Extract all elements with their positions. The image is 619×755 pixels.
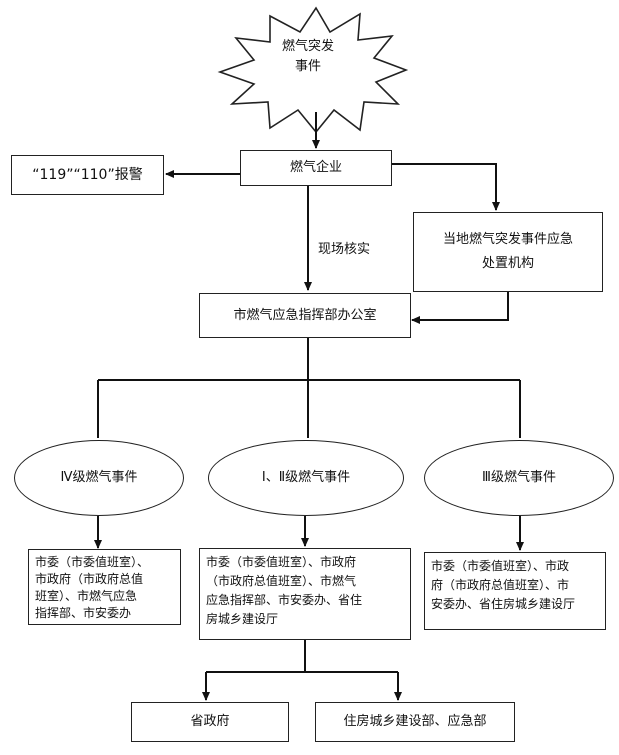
verify-label: 现场核实 (318, 242, 371, 257)
level4-recipients-line-3: 班室）、市燃气应急 (35, 589, 138, 603)
ministries-box: 住房城乡建设部、应急部 (315, 702, 515, 742)
alarm-box: “119”“110”报警 (11, 155, 164, 195)
level3-ellipse: Ⅲ级燃气事件 (424, 440, 614, 516)
provincial-gov-label: 省政府 (190, 714, 230, 729)
local-agency-line-1: 当地燃气突发事件应急 (442, 232, 573, 247)
level12-recipients-box: 市委（市委值班室）、市政府 （市政府总值班室）、市燃气 应急指挥部、市安委办、省… (199, 548, 411, 640)
level12-ellipse: Ⅰ、Ⅱ级燃气事件 (208, 440, 404, 516)
ministries-label: 住房城乡建设部、应急部 (343, 714, 487, 729)
gas-company-box: 燃气企业 (240, 150, 392, 186)
level12-recipients-line-1: 市委（市委值班室）、市政府 (206, 555, 357, 569)
level12-recipients-line-2: （市政府总值班室）、市燃气 (206, 574, 357, 588)
level3-recipients-line-2: 府（市政府总值班室）、市 (431, 578, 570, 592)
level12-recipients-line-4: 房城乡建设厅 (206, 612, 279, 626)
level3-recipients-line-3: 安委办、省住房城乡建设厅 (431, 597, 576, 611)
level4-recipients-line-2: 市政府（市政府总值 (35, 572, 144, 586)
alarm-label: “119”“110”报警 (32, 167, 143, 183)
burst-label: 燃气突发 事件 (268, 37, 348, 77)
local-agency-box: 当地燃气突发事件应急 处置机构 (413, 212, 603, 292)
burst-line-2: 事件 (294, 59, 321, 74)
local-agency-line-2: 处置机构 (481, 256, 534, 271)
level4-recipients-line-1: 市委（市委值班室）、 (35, 555, 150, 569)
level3-recipients-box: 市委（市委值班室）、市政 府（市政府总值班室）、市 安委办、省住房城乡建设厅 (424, 552, 606, 630)
level4-recipients-box: 市委（市委值班室）、 市政府（市政府总值 班室）、市燃气应急 指挥部、市安委办 (28, 549, 181, 625)
gas-company-label: 燃气企业 (289, 160, 342, 175)
level3-label: Ⅲ级燃气事件 (482, 470, 556, 485)
provincial-gov-box: 省政府 (131, 702, 289, 742)
burst-line-1: 燃气突发 (281, 39, 334, 54)
level4-ellipse: Ⅳ级燃气事件 (14, 440, 184, 516)
level12-recipients-line-3: 应急指挥部、市安委办、省住 (206, 593, 363, 607)
city-office-box: 市燃气应急指挥部办公室 (199, 293, 411, 338)
level3-recipients-line-1: 市委（市委值班室）、市政 (431, 559, 570, 573)
level4-recipients-line-4: 指挥部、市安委办 (35, 606, 132, 620)
city-office-label: 市燃气应急指挥部办公室 (233, 307, 377, 323)
level12-label: Ⅰ、Ⅱ级燃气事件 (261, 470, 351, 485)
level4-label: Ⅳ级燃气事件 (60, 470, 138, 485)
